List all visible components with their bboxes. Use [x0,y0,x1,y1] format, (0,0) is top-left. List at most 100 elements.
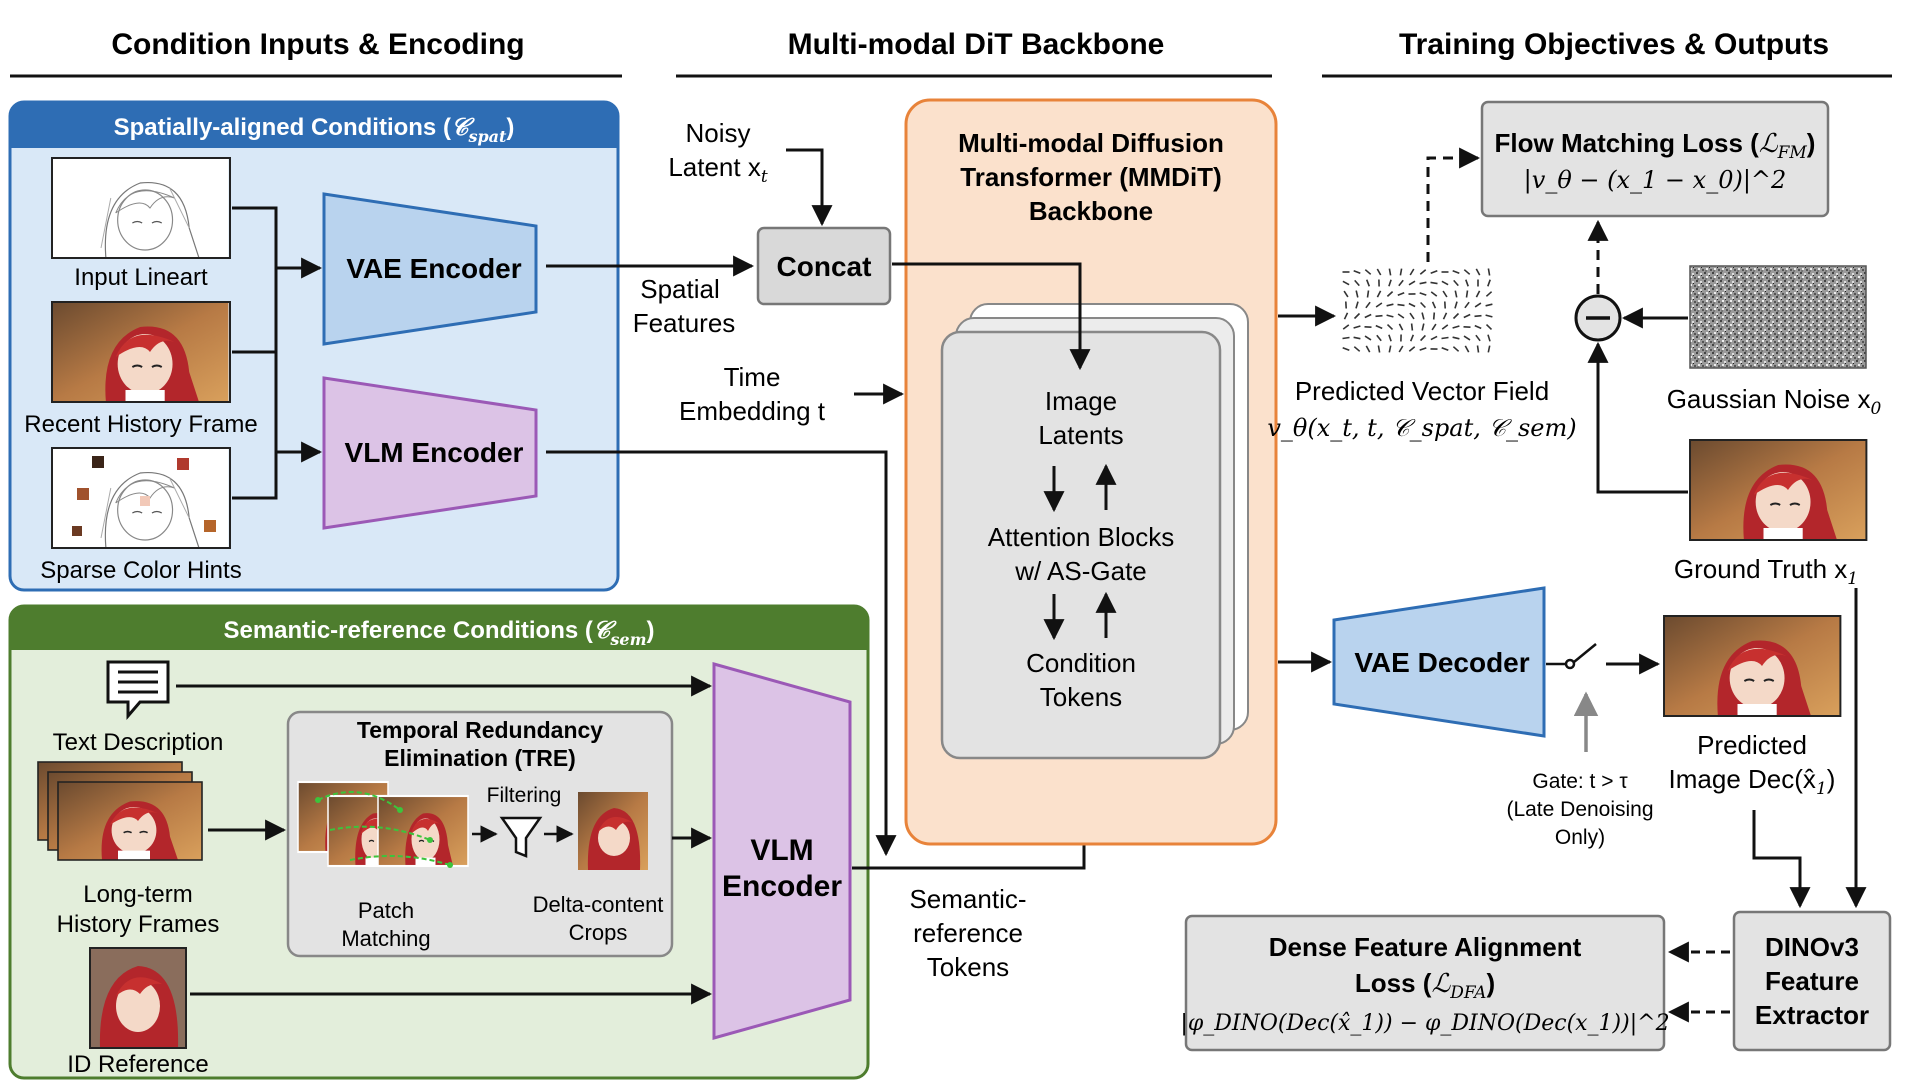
id-reference-label: ID Reference [67,1051,208,1078]
noisy-latent-label-line1: Noisy [685,118,750,148]
spatial-panel-title: Spatially-aligned Conditions (𝒞spat) [114,112,515,146]
vlm-encoder-semantic-label-line1: VLM [750,834,813,867]
vector-field-dash [1453,347,1458,352]
vector-field-dash [1388,325,1393,330]
vector-field-dash [1488,346,1489,353]
vector-field-dash [1442,348,1449,351]
vector-field-dash [1488,269,1489,276]
vector-field-dash [1387,304,1394,306]
vector-field-dash [1453,337,1460,339]
vector-field-dash [1488,335,1490,342]
arrow-noisy-to-concat [786,150,822,224]
vector-field-dash [1354,347,1359,352]
vector-field-dash [1343,325,1349,329]
vector-field-dash [1453,271,1460,273]
vector-field-dash [1453,326,1460,328]
gate-switch-icon [1546,644,1596,668]
arrow-vector-field-to-flow-loss [1428,158,1478,262]
vector-field-dash [1343,281,1349,284]
filtering-label: Filtering [487,784,562,807]
spatial-features-label-line1: Spatial [640,274,720,304]
vector-field-dash [1431,271,1438,273]
vector-field-dash [1399,346,1403,352]
vector-field-dash [1409,281,1415,285]
attention-blocks-label-line1: Attention Blocks [988,522,1174,552]
header-left: Condition Inputs & Encoding [111,28,524,61]
vector-field-dash [1376,316,1383,317]
header-middle: Multi-modal DiT Backbone [788,28,1165,61]
vector-field-dash [1455,302,1457,309]
vector-field-dash [1432,324,1436,330]
vector-field-dash [1466,280,1468,287]
predicted-vector-field-graphic [1343,269,1493,353]
vector-field-dash [1486,304,1493,306]
vector-field-dash [1476,269,1479,275]
delta-crops-label-line2: Crops [569,920,628,945]
attention-blocks-label-line2: w/ AS-Gate [1014,556,1147,586]
vector-field-dash [1476,335,1480,341]
vector-field-dash [1355,314,1360,319]
gate-label-line2: (Late Denoising [1506,798,1653,821]
vector-field-dash [1398,314,1404,318]
delta-crops-label-line1: Delta-content [533,892,664,917]
vector-field-dash [1398,305,1405,306]
concat-label: Concat [777,251,872,282]
vector-field-dash [1464,336,1470,340]
vector-field-dash [1409,304,1415,307]
arrow-ground-truth-to-minus [1598,344,1688,492]
vector-field-dash [1354,326,1361,328]
vector-field-dash [1356,302,1358,309]
vector-field-dash [1442,338,1449,339]
vector-field-dash [1355,280,1360,285]
dino-label-line1: DINOv3 [1765,932,1859,962]
vlm-encoder-spatial-label: VLM Encoder [345,437,524,468]
spatial-features-label-line2: Features [633,308,736,338]
vector-field-dash [1478,346,1479,353]
vector-field-dash [1420,282,1427,283]
vector-field-dash [1365,336,1371,340]
semantic-panel-title: Semantic-reference Conditions (𝒞sem) [223,615,654,649]
vector-field-dash [1475,326,1481,329]
vector-field-dash [1389,346,1390,353]
time-embedding-label-line2: Embedding t [679,396,826,426]
text-description-label: Text Description [53,729,224,756]
vector-field-dash [1464,315,1470,318]
mmdit-title-line3: Backbone [1029,196,1153,226]
vector-field-dash [1376,303,1382,307]
vector-field-dash [1398,293,1404,296]
predicted-image [1664,616,1840,716]
semantic-tokens-label-line1: Semantic- [909,884,1026,914]
input-lineart-image [52,158,230,258]
mmdit-title-line1: Multi-modal Diffusion [958,128,1224,158]
gate-label-line3: Only) [1555,826,1605,849]
vector-field-dash [1356,291,1358,298]
vector-field-dash [1343,348,1350,350]
tre-title-line1: Temporal Redundancy [357,717,603,743]
condition-tokens-label-line2: Tokens [1040,682,1122,712]
vector-field-dash [1410,269,1414,275]
dfa-title-line1: Dense Feature Alignment [1269,932,1582,962]
delta-content-crops-image [578,792,648,870]
predicted-image-label-line2: Image Dec(x̂1) [1669,764,1836,799]
vector-field-dash [1389,269,1390,276]
vector-field-dash [1420,348,1427,350]
vector-field-dash [1464,270,1469,275]
vector-field-dash [1365,315,1371,318]
long-term-history-label-line2: History Frames [57,911,220,938]
vector-field-dash [1431,282,1438,283]
long-term-history-label-line1: Long-term [83,881,192,908]
vector-field-dash [1412,324,1413,331]
vector-field-dash [1442,281,1448,284]
vector-field-dash [1378,346,1379,353]
sparse-color-hints-image [52,448,230,548]
vector-field-dash [1377,335,1381,341]
vector-field-dash [1345,313,1348,319]
vector-field-dash [1487,325,1492,330]
vector-field-dash [1376,326,1382,329]
vector-field-dash [1434,313,1435,320]
vector-field-dash [1409,347,1414,351]
vector-field-dash [1399,280,1403,285]
vector-field-dash [1354,271,1361,273]
vector-field-dash [1387,315,1394,317]
